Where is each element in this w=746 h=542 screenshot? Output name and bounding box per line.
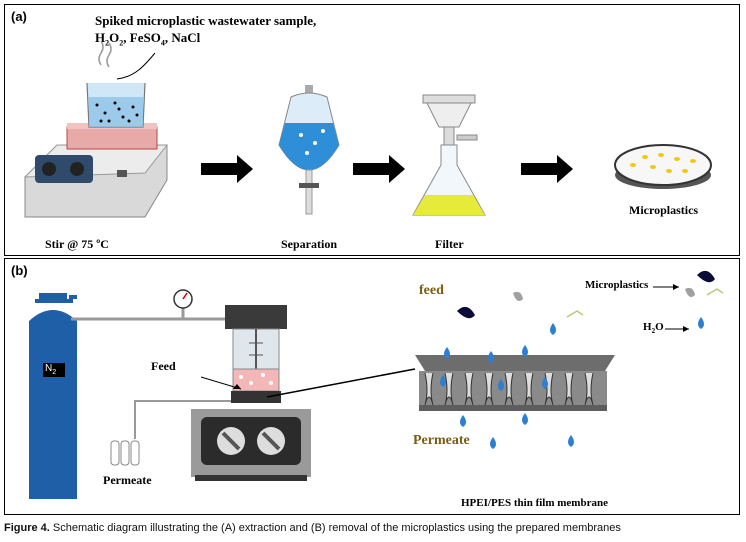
figure-caption: Figure 4. Schematic diagram illustrating… [4,522,621,534]
microplastic-fiber-icon [566,310,584,318]
cell-cap [225,305,287,329]
panel-a-extraction: (a) Spiked microplastic wastewater sampl… [4,4,740,256]
process-arrows [201,155,573,183]
membrane-permeate-label: Permeate [413,433,470,448]
step-separation-label: Separation [281,237,338,251]
panel-a-label: (a) [11,9,27,24]
water-droplet-icons [440,317,704,449]
separatory-funnel-icon [278,85,340,215]
membrane-filtration-illustration [29,270,724,499]
microplastic-grey-icon [513,291,523,301]
panel-b-removal: (b) [4,258,740,515]
step-stir-label: Stir @ 75 ºC [45,237,109,251]
beaker-icon [86,82,146,128]
magnetic-stirrer-base-icon [191,409,311,481]
extraction-illustration [23,40,712,218]
petri-dish-icon [614,144,712,189]
legend-microplastic-dark-icon [697,270,715,283]
zoom-connector-line [266,368,416,398]
step-microplastics-label: Microplastics [629,203,699,217]
permeate-line [134,400,231,439]
panel-b-label: (b) [11,263,28,278]
microplastic-fragment-icon [457,306,475,319]
step-filter-label: Filter [435,237,464,251]
membrane-feed-label: feed [419,283,444,298]
filter-flask-icon [412,94,486,216]
legend-microplastics-label: Microplastics [585,279,649,291]
legend-water-label: H2O [643,321,664,336]
feed-label: Feed [151,359,176,373]
steam-wisp-1 [98,40,104,66]
steam-wisp-2 [106,42,112,68]
legend-microplastic-grey-icon [685,287,695,297]
gas-label: N2 [45,363,57,376]
legend-fiber-icon [706,288,724,296]
n2-gas-cylinder-icon [29,293,77,499]
membrane-holder [231,391,281,403]
sample-reagents-line2: H2O2, FeSO4, NaCl [95,30,201,48]
sample-pointer-line [116,52,156,80]
membrane-name-label: HPEI/PES thin film membrane [461,497,608,509]
hotplate-stirrer-icon [23,123,169,218]
sample-description-line1: Spiked microplastic wastewater sample, [95,13,317,28]
permeate-vials-icon [110,440,140,466]
thin-film-membrane-icon [415,355,615,411]
caption-figure-number: Figure 4. [4,522,50,534]
permeate-label: Permeate [103,473,152,487]
caption-text: Schematic diagram illustrating the (A) e… [49,522,621,534]
